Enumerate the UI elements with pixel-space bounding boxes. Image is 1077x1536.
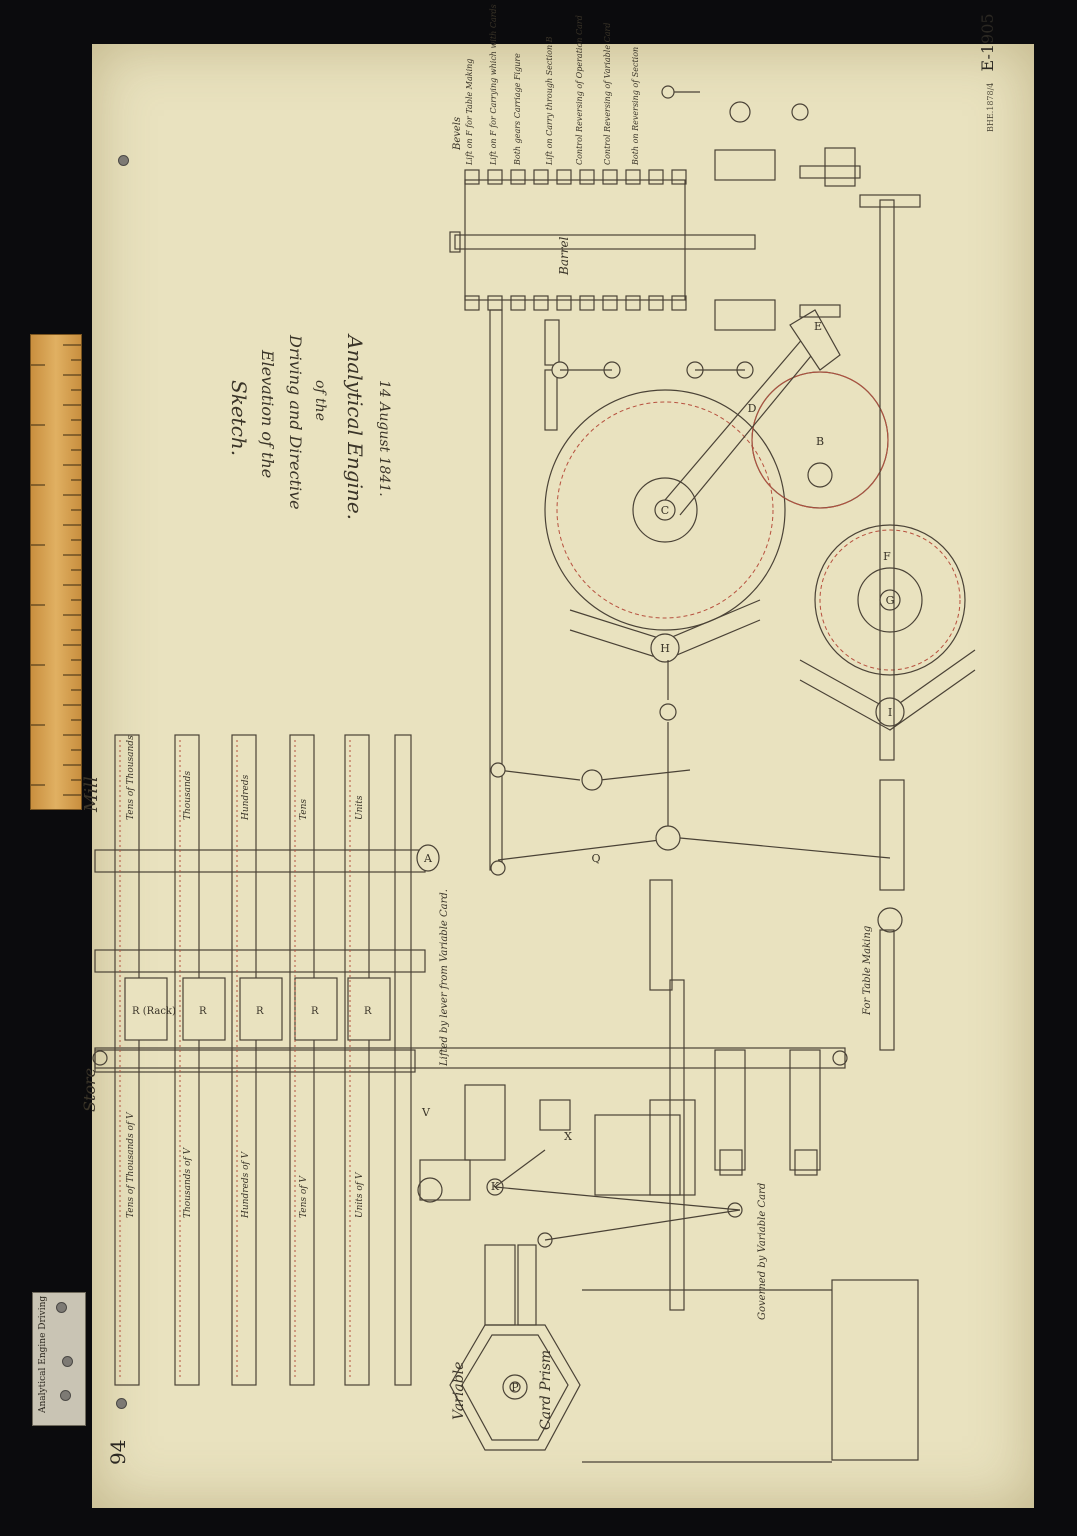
- pin-3: [60, 1390, 71, 1401]
- pin-2: [62, 1356, 73, 1367]
- part-e: E: [814, 320, 822, 333]
- col-left-4: Units of V: [355, 1171, 365, 1218]
- part-d: D: [748, 402, 757, 415]
- col-right-3: Tens: [299, 799, 309, 820]
- part-a: A: [423, 852, 433, 865]
- part-g: G: [886, 594, 895, 607]
- part-q: Q: [591, 852, 600, 865]
- col-left-3: Tens of V: [299, 1174, 309, 1218]
- title-block: Sketch. Elevation of the Driving and Dir…: [227, 333, 392, 520]
- gear-train: [544, 194, 976, 761]
- rack-4: R: [364, 1006, 372, 1017]
- base-frame: [831, 1279, 919, 1461]
- title-line-5: Analytical Engine.: [343, 333, 367, 520]
- pin-5: [116, 1398, 127, 1409]
- label-mill: Mill: [81, 776, 102, 813]
- barrel-note-1: Lift on F for Carrying which with Cards: [489, 4, 498, 166]
- part-h: H: [660, 642, 670, 655]
- col-left-1: Thousands of V: [183, 1146, 193, 1218]
- col-left-2: Hundreds of V: [241, 1150, 251, 1219]
- sheet-number: 94: [106, 1439, 130, 1465]
- shaft-p: [92, 1047, 848, 1069]
- label-barrel: Barrel: [557, 236, 571, 276]
- barrel-note-5: Control Reversing of Variable Card: [603, 23, 612, 165]
- rack-0: R (Rack): [132, 1006, 176, 1017]
- label-card-prism: Card Prism: [538, 1350, 554, 1430]
- label-card-text: Analytical Engine Driving & Directive: [38, 1293, 48, 1414]
- barrel-note-3: Lift on Carry through Section B: [545, 36, 554, 166]
- label-store: Store: [80, 1068, 99, 1112]
- title-line-4: of the: [312, 380, 328, 421]
- rack-2: R: [256, 1006, 264, 1017]
- title-line-1: Sketch.: [227, 380, 251, 456]
- label-text: Analytical Engine Driving & Directive: [38, 1293, 48, 1414]
- part-v: V: [421, 1106, 431, 1119]
- part-x: X: [564, 1130, 572, 1143]
- catalog-reference: BHE.1878/4 E-1905: [978, 13, 997, 132]
- barrel-note-4: Control Reversing of Operation Card: [575, 15, 584, 165]
- barrel-note-6: Both on Reversing of Section: [631, 47, 640, 166]
- col-right-2: Hundreds: [241, 774, 251, 821]
- linkage-rods: [489, 85, 905, 1311]
- rack-1: R: [199, 1006, 207, 1017]
- col-right-4: Units: [355, 795, 365, 820]
- part-i: I: [888, 706, 892, 719]
- title-date: 14 August 1841.: [376, 380, 392, 497]
- col-right-0: Tens of Thousands: [126, 735, 136, 820]
- label-variable-card: Variable: [451, 1362, 467, 1420]
- part-p: P: [511, 1381, 519, 1394]
- label-table-making: For Table Making: [862, 926, 873, 1016]
- part-k: K: [491, 1180, 500, 1193]
- paper-sheet: [92, 44, 1034, 1508]
- scale-ruler: [30, 334, 82, 810]
- barrel-note-0: Lift on F for Table Making: [465, 59, 474, 166]
- barrel: [449, 169, 756, 311]
- part-c: C: [661, 504, 669, 517]
- column-shafts: [94, 734, 440, 1386]
- rack-3: R: [311, 1006, 319, 1017]
- catalog-small: BHE.1878/4: [986, 82, 995, 132]
- title-line-2: Elevation of the: [258, 349, 277, 478]
- part-f: F: [883, 550, 891, 563]
- directive-linkages: [417, 1049, 821, 1326]
- ruler-ticks: [31, 344, 81, 796]
- barrel-note-2: Both gears Carriage Figure: [513, 53, 522, 166]
- title-line-3: Driving and Directive: [286, 334, 305, 510]
- col-right-1: Thousands: [183, 770, 193, 820]
- pin-4: [118, 155, 129, 166]
- catalogue-label: Analytical Engine Driving & Directive: [32, 1292, 86, 1426]
- part-b: B: [816, 435, 824, 448]
- label-bevels: Bevels: [452, 117, 463, 151]
- label-lifted-note: Lifted by lever from Variable Card.: [439, 889, 450, 1067]
- pin-1: [56, 1302, 67, 1313]
- col-left-0: Tens of Thousands of V: [126, 1111, 136, 1218]
- catalog-ref: E-1905: [978, 13, 997, 72]
- label-card-note: Governed by Variable Card: [757, 1183, 768, 1320]
